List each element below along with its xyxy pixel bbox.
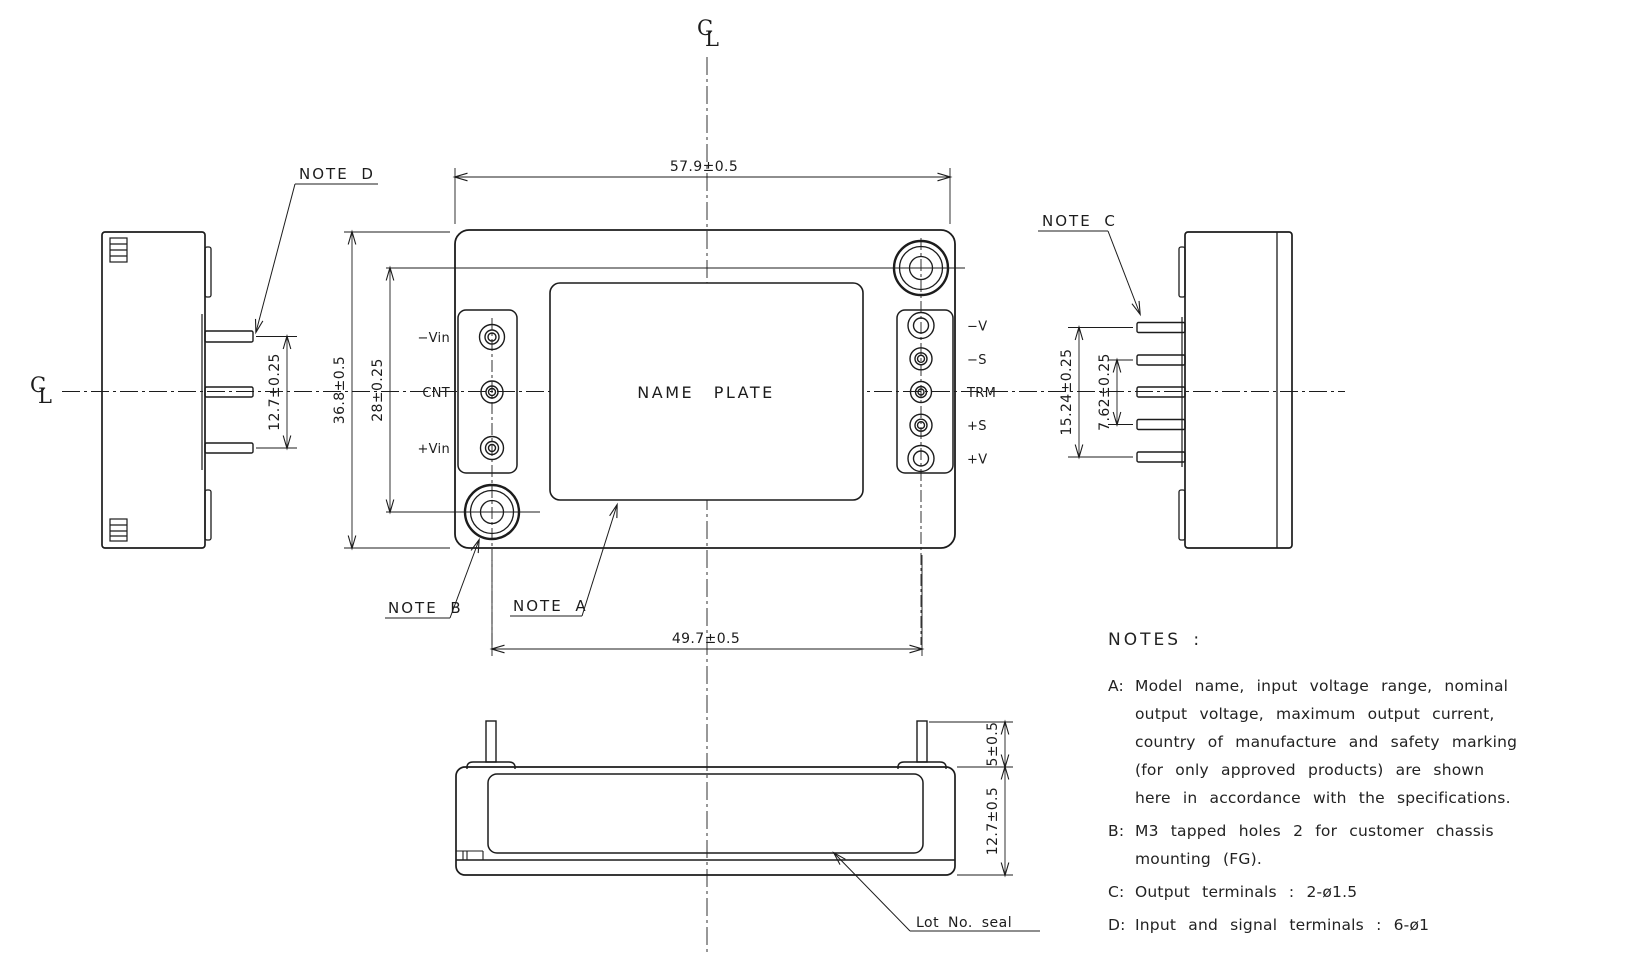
input-terminal-label-pos-vin: +Vin <box>417 442 450 457</box>
top-view: −Vin CNT +Vin −V −S TRM +S +V <box>332 159 996 656</box>
centerline-symbol-l: L <box>38 384 52 408</box>
note-b-leader <box>385 537 480 619</box>
centerline-symbol-c: C <box>30 373 46 397</box>
lot-no-seal-leader <box>832 851 1040 932</box>
dim-body-width <box>452 168 953 224</box>
note-d-leader <box>254 183 378 335</box>
bottom-view: 5±0.5 12.7±0.5 Lot No. seal <box>455 719 1040 932</box>
notes-title: NOTES : <box>1108 630 1203 650</box>
note-a-leader <box>510 502 618 617</box>
baseplate-notch <box>456 850 484 860</box>
note-line: output voltage, maximum output current, <box>1135 705 1495 723</box>
name-plate <box>549 282 864 501</box>
output-pin-side-2 <box>1136 354 1186 366</box>
note-line: (for only approved products) are shown <box>1135 761 1485 779</box>
output-pin-side-4 <box>1136 418 1186 431</box>
input-terminal-block <box>457 309 518 474</box>
dim-hole-span-v-text: 28±0.25 <box>370 358 386 422</box>
flange-lip-top <box>1178 246 1186 298</box>
dim-hole-span-h-text: 49.7±0.5 <box>672 631 740 647</box>
output-pin-neg-v <box>907 311 935 340</box>
flange-lip-bottom <box>204 489 212 541</box>
note-line: here in accordance with the specificatio… <box>1135 789 1511 807</box>
input-pin-cnt <box>480 380 504 404</box>
output-pin-trm <box>909 380 933 404</box>
lot-no-seal-label: Lot No. seal <box>916 915 1012 931</box>
input-terminal-label-neg-vin: −Vin <box>417 331 450 346</box>
input-pin-pos-vin <box>479 435 505 461</box>
name-plate-text: NAME PLATE <box>637 383 774 402</box>
dim-hole-span-h <box>489 555 925 656</box>
notes-block: NOTES : A: Model name, input voltage ran… <box>1108 626 1588 944</box>
note-item-c: C: Output terminals : 2-ø1.5 <box>1108 878 1588 906</box>
input-pin-side-3 <box>204 442 254 454</box>
flange-lip-top <box>204 246 212 298</box>
note-a-label: NOTE A <box>513 597 588 615</box>
output-terminal-label-neg-s: −S <box>967 353 987 368</box>
input-pin-side-2 <box>204 386 254 398</box>
note-line: mounting (FG). <box>1135 850 1262 868</box>
output-terminal-label-neg-v: −V <box>967 320 987 335</box>
note-key: D: <box>1108 916 1126 934</box>
output-pin-side-1 <box>1136 321 1186 334</box>
ribbed-tab-bottom <box>109 518 128 542</box>
note-line: Input and signal terminals : 6-ø1 <box>1135 916 1430 934</box>
output-pin-pos-s <box>909 413 933 437</box>
centerline-symbol-c: C <box>697 16 713 40</box>
mounting-stud-left <box>466 720 516 769</box>
note-c-label: NOTE C <box>1042 212 1117 230</box>
note-item-b: B: M3 tapped holes 2 for customer chassi… <box>1108 817 1588 873</box>
note-line: country of manufacture and safety markin… <box>1135 733 1518 751</box>
dim-output-pin-pitch-text: 7.62±0.25 <box>1097 353 1113 431</box>
flange-lip-bottom <box>1178 489 1186 541</box>
dim-output-pin-pitch <box>1108 357 1133 427</box>
dim-input-pin-span <box>256 334 297 451</box>
dim-body-width-text: 57.9±0.5 <box>670 159 738 175</box>
dim-stud-height-text: 5±0.5 <box>985 722 1001 767</box>
note-line: Model name, input voltage range, nominal <box>1135 677 1509 695</box>
output-terminal-label-pos-s: +S <box>967 419 987 434</box>
label-recess <box>487 773 924 854</box>
note-key: A: <box>1108 677 1124 695</box>
note-c-leader <box>1038 230 1141 317</box>
input-pin-side-1 <box>204 330 254 343</box>
dim-case-height <box>957 764 1013 878</box>
note-item-a: A: Model name, input voltage range, nomi… <box>1108 672 1588 812</box>
note-b-label: NOTE B <box>388 599 463 617</box>
note-line: Output terminals : 2-ø1.5 <box>1135 883 1358 901</box>
bottom-view-body <box>455 766 956 876</box>
output-terminal-label-pos-v: +V <box>967 453 987 468</box>
centerline-symbol-top: C L <box>697 16 719 51</box>
left-view-body <box>101 231 206 549</box>
output-pin-pos-v <box>907 444 935 473</box>
output-pin-side-5 <box>1136 451 1186 463</box>
dim-body-height-text: 36.8±0.5 <box>332 356 348 424</box>
note-d-label: NOTE D <box>299 165 375 183</box>
mounting-hole-bottom-left <box>463 483 521 541</box>
output-terminal-label-trm: TRM <box>966 386 996 401</box>
output-pin-side-3 <box>1136 386 1186 398</box>
note-key: C: <box>1108 883 1125 901</box>
input-pin-neg-vin <box>478 323 506 351</box>
centerline-symbol-left: C L <box>30 373 52 408</box>
left-side-view: 12.7±0.25 NOTE D <box>101 165 378 549</box>
dim-body-height <box>344 229 450 551</box>
dim-output-pin-span-text: 15.24±0.25 <box>1059 349 1075 436</box>
input-terminal-label-cnt: CNT <box>422 386 450 401</box>
note-line: M3 tapped holes 2 for customer chassis <box>1135 822 1494 840</box>
dim-input-pin-span-text: 12.7±0.25 <box>267 353 283 431</box>
mounting-stud-right <box>897 720 947 769</box>
module-body <box>454 229 956 549</box>
ribbed-tab-top <box>109 237 128 263</box>
centerline-symbol-l: L <box>705 27 719 51</box>
note-item-d: D: Input and signal terminals : 6-ø1 <box>1108 911 1588 939</box>
output-terminal-block <box>896 309 954 474</box>
dim-output-pin-span <box>1068 325 1133 460</box>
output-pin-neg-s <box>909 347 933 371</box>
right-view-body <box>1184 231 1293 549</box>
dim-case-height-text: 12.7±0.5 <box>985 787 1001 855</box>
right-side-view: 15.24±0.25 7.62±0.25 NOTE C <box>1038 212 1293 549</box>
note-key: B: <box>1108 822 1125 840</box>
